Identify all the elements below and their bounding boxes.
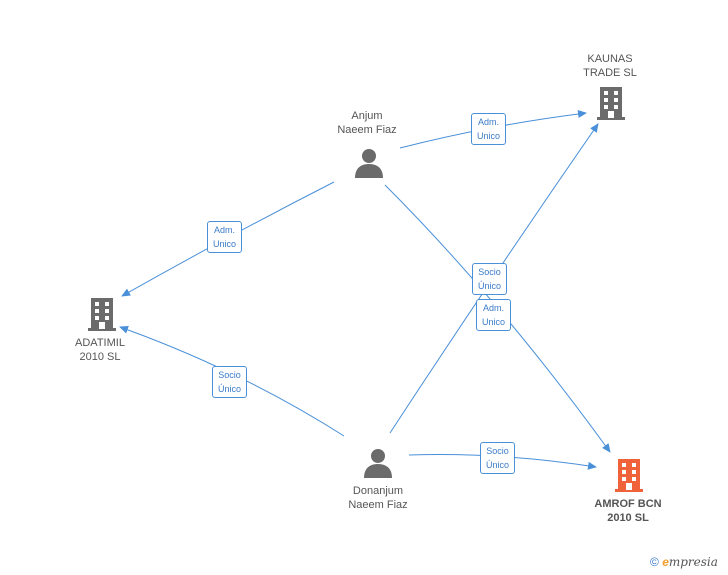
edge-label-donanjum-kaunas: Socio Único [472, 263, 508, 295]
building-icon[interactable] [87, 297, 117, 331]
node-label-line2: Naeem Fiaz [337, 124, 397, 136]
edge-label-anjum-kaunas: Adm. Unico [471, 113, 507, 145]
copyright-symbol: © [650, 555, 659, 569]
building-icon[interactable] [596, 86, 626, 120]
node-label-line1: AMROF BCN [594, 498, 662, 510]
node-label-line1: ADATIMIL [75, 337, 125, 349]
edge-label-line1: Socio [478, 267, 501, 277]
empresia-logo-text: mpresia [668, 555, 718, 569]
edge-label-line1: Adm. [478, 117, 500, 127]
node-label-line2: TRADE SL [583, 67, 637, 79]
edge-label-line1: Adm. [483, 303, 505, 313]
node-label-anjum: Anjum Naeem Fiaz [320, 109, 414, 137]
node-label-donanjum: Donanjum Naeem Fiaz [330, 484, 426, 512]
node-label-line1: Donanjum [352, 485, 404, 497]
node-label-line1: KAUNAS [587, 53, 633, 65]
node-label-line2: 2010 SL [607, 512, 649, 524]
node-label-line2: 2010 SL [79, 351, 121, 363]
empresia-logo-e: e [662, 555, 669, 569]
node-label-line2: Naeem Fiaz [348, 499, 408, 511]
edge-label-line2: Único [218, 384, 242, 394]
edge-label-line1: Adm. [214, 225, 236, 235]
edge-label-line2: Unico [477, 131, 501, 141]
edge-label-line2: Unico [482, 317, 506, 327]
edge-label-line1: Socio [218, 370, 241, 380]
edge-label-donanjum-adatimil: Socio Único [212, 366, 248, 398]
building-icon-highlighted[interactable] [614, 458, 644, 492]
node-label-kaunas: KAUNAS TRADE SL [571, 52, 649, 80]
person-icon[interactable] [363, 448, 393, 478]
node-label-adatimil: ADATIMIL 2010 SL [62, 336, 138, 364]
node-label-amrof: AMROF BCN 2010 SL [580, 497, 676, 525]
edge-label-line2: Unico [213, 239, 237, 249]
edge-label-anjum-amrof: Adm. Unico [476, 299, 512, 331]
person-icon[interactable] [354, 148, 384, 178]
empresia-footer: © empresia [650, 555, 718, 569]
edge-label-line2: Único [478, 281, 502, 291]
edge-label-line1: Socio [486, 446, 509, 456]
node-label-line1: Anjum [351, 110, 383, 122]
edge-label-line2: Único [486, 460, 510, 470]
edge-label-anjum-adatimil: Adm. Unico [207, 221, 243, 253]
edge-label-donanjum-amrof: Socio Único [480, 442, 516, 474]
